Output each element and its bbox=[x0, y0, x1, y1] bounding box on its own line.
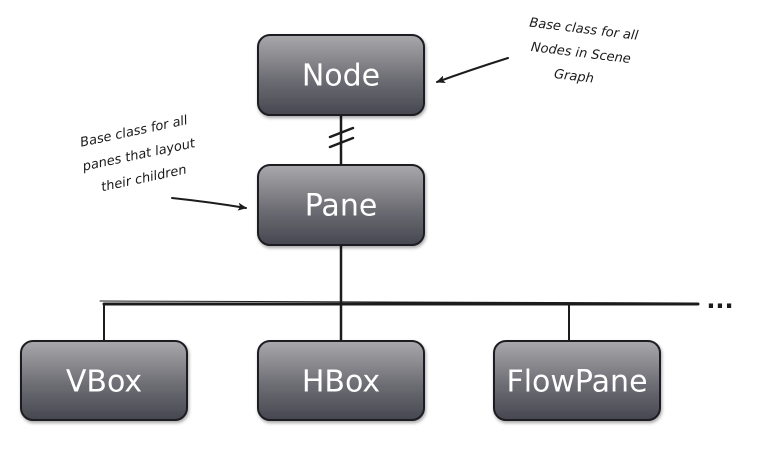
node-annotation-arrow bbox=[436, 57, 509, 84]
hbox-box[interactable]: HBox bbox=[257, 340, 425, 421]
horizontal-bus-sketch bbox=[99, 300, 696, 304]
pane-annotation-arrow bbox=[171, 197, 247, 211]
node-annotation: Base class for all Nodes in Scene Graph bbox=[529, 16, 640, 87]
vbox-label: VBox bbox=[66, 365, 142, 400]
flowpane-label: FlowPane bbox=[506, 365, 647, 400]
node-annotation-line-1: Base class for all bbox=[529, 16, 640, 44]
node-annotation-line-3: Graph bbox=[553, 67, 594, 87]
node-box[interactable]: Node bbox=[257, 34, 425, 116]
connectors bbox=[99, 112, 700, 345]
node-annotation-line-2: Nodes in Scene bbox=[530, 40, 632, 67]
pane-label: Pane bbox=[305, 189, 378, 224]
node-label: Node bbox=[302, 59, 380, 94]
vbox-box[interactable]: VBox bbox=[20, 340, 188, 421]
pane-annotation: Base class for all panes that layout the… bbox=[79, 113, 197, 195]
hbox-label: HBox bbox=[302, 365, 380, 400]
continuation-ellipsis: ... bbox=[706, 286, 733, 314]
flowpane-box[interactable]: FlowPane bbox=[493, 340, 661, 421]
hash-mark bbox=[328, 126, 355, 149]
pane-box[interactable]: Pane bbox=[257, 164, 425, 246]
